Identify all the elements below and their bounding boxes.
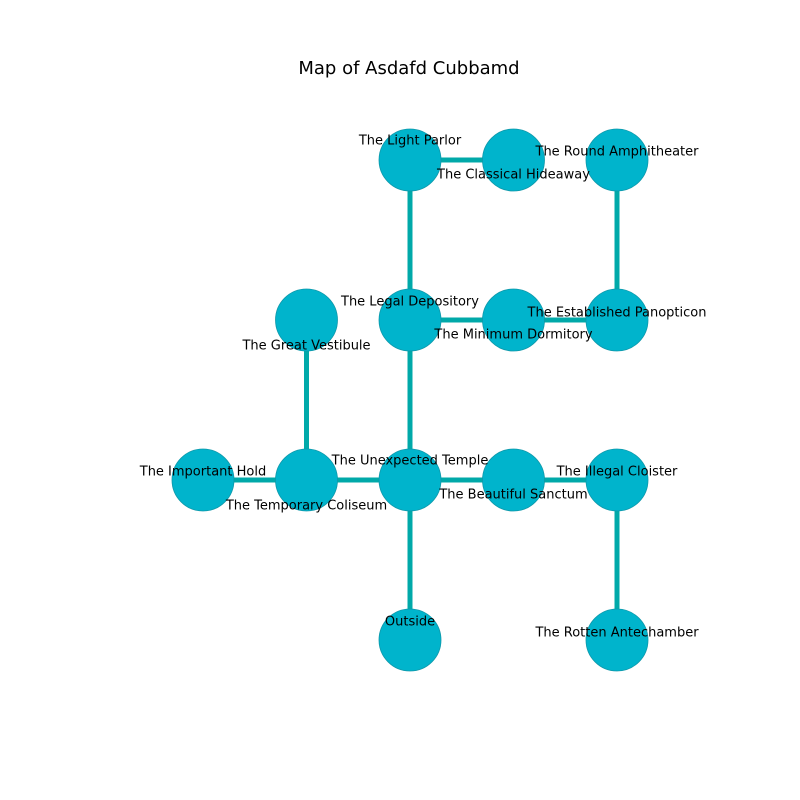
- room-label-rotten-antechamber: The Rotten Antechamber: [534, 626, 699, 641]
- room-label-temporary-coliseum: The Temporary Coliseum: [225, 499, 387, 514]
- room-node-illegal-cloister[interactable]: [585, 448, 649, 512]
- room-node-important-hold[interactable]: [171, 448, 235, 512]
- room-label-great-vestibule: The Great Vestibule: [241, 339, 370, 354]
- room-label-light-parlor: The Light Parlor: [358, 134, 462, 149]
- room-node-round-amphitheater[interactable]: [585, 128, 649, 192]
- room-label-classical-hideaway: The Classical Hideaway: [436, 168, 590, 183]
- map-title: Map of Asdafd Cubbamd: [298, 58, 519, 79]
- room-node-temporary-coliseum[interactable]: [275, 448, 338, 512]
- room-label-beautiful-sanctum: The Beautiful Sanctum: [438, 488, 587, 503]
- room-node-legal-depository[interactable]: [378, 288, 442, 352]
- room-label-legal-depository: The Legal Depository: [340, 295, 479, 310]
- room-label-illegal-cloister: The Illegal Cloister: [556, 465, 678, 480]
- room-label-outside: Outside: [385, 615, 435, 630]
- room-node-great-vestibule[interactable]: [275, 288, 338, 352]
- room-label-important-hold: The Important Hold: [139, 465, 266, 480]
- room-label-minimum-dormitory: The Minimum Dormitory: [433, 328, 592, 343]
- room-node-beautiful-sanctum[interactable]: [482, 448, 545, 512]
- room-node-rotten-antechamber[interactable]: [585, 608, 649, 672]
- room-label-established-panopticon: The Established Panopticon: [527, 306, 707, 321]
- room-layer: [171, 128, 649, 672]
- room-label-round-amphitheater: The Round Amphitheater: [535, 145, 700, 160]
- room-label-unexpected-temple: The Unexpected Temple: [331, 454, 489, 469]
- room-node-outside[interactable]: [378, 608, 442, 672]
- room-node-minimum-dormitory[interactable]: [482, 288, 545, 352]
- room-node-unexpected-temple[interactable]: [378, 448, 442, 512]
- room-node-classical-hideaway[interactable]: [482, 128, 545, 192]
- room-node-established-panopticon[interactable]: [585, 288, 649, 352]
- room-node-light-parlor[interactable]: [378, 128, 442, 192]
